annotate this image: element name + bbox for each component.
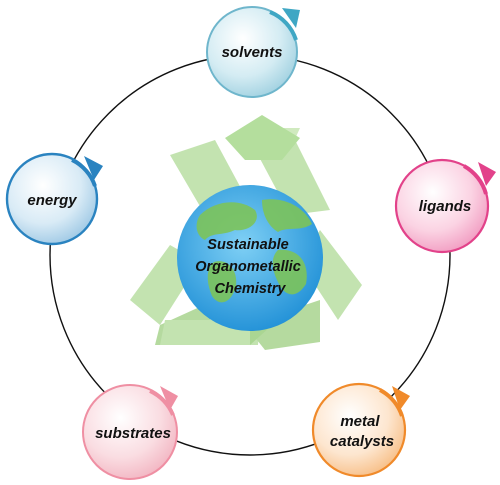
node-substrates: substrates [82,384,178,480]
node-label-ligands: ligands [419,198,472,215]
center-title-line-3: Chemistry [215,281,287,297]
cycle-arrow-icon [282,8,300,28]
node-label-metal-catalysts: metal catalysts [330,413,394,450]
node-label-solvents: solvents [222,44,283,61]
node-metal-catalysts: metal catalysts [311,382,410,478]
node-label-energy: energy [27,192,77,209]
cycle-arrow-icon [392,386,410,410]
node-solvents: solvents [206,6,300,98]
node-energy: energy [5,152,103,246]
cycle-arrow-icon [84,156,103,180]
cycle-arrow-icon [478,162,496,186]
center-title-line-1: Sustainable [207,237,288,253]
node-ligands: ligands [394,158,496,254]
earth-globe-icon [177,185,323,331]
center-title-line-2: Organometallic [195,259,301,275]
cycle-arrow-icon [160,386,178,410]
center-title: Sustainable Organometallic Chemistry [195,237,305,297]
node-label-substrates: substrates [95,425,171,442]
